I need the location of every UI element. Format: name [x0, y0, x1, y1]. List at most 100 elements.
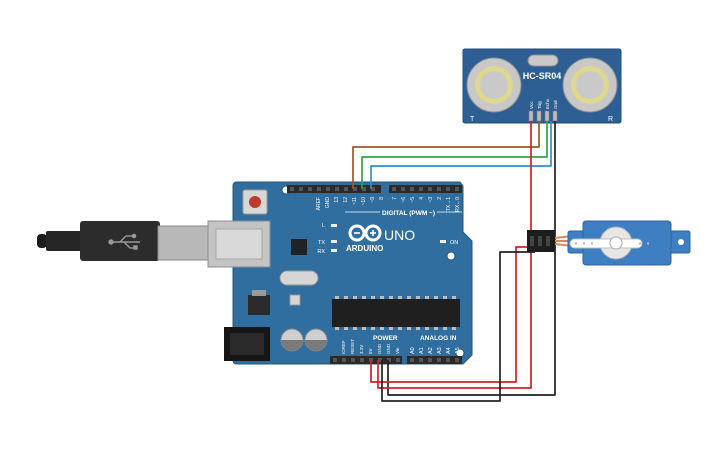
capacitor: [304, 328, 328, 352]
power-header: [330, 356, 402, 364]
receiver: [562, 57, 618, 113]
sensor-pin-label: Gnd: [553, 100, 558, 109]
digital-pin-label: ~9: [370, 197, 376, 203]
digital-pin-label: AREF: [316, 197, 322, 210]
servo-motor[interactable]: [527, 220, 691, 266]
usb-cable-collar: [80, 221, 160, 261]
sensor-pin-label: Vcc: [529, 101, 534, 109]
wire-servo-red-2[interactable]: [377, 247, 532, 389]
digital-header-right: [389, 185, 462, 193]
wire-echo-green[interactable]: [361, 121, 548, 189]
usb-plug-metal: [157, 225, 211, 261]
analog-pin-label: A0: [410, 347, 416, 354]
power-pin-label: Vin: [395, 347, 400, 354]
header-hole[interactable]: [446, 358, 450, 362]
digital-pin-label: 13: [334, 197, 340, 203]
power-label: POWER: [373, 335, 398, 342]
voltage-regulator: [248, 295, 270, 315]
header-hole[interactable]: [428, 187, 432, 191]
header-hole[interactable]: [333, 358, 337, 362]
sensor-pin-label: Echo: [545, 98, 550, 109]
header-hole[interactable]: [360, 358, 364, 362]
power-pin-label: GND: [386, 343, 391, 354]
crystal-oscillator: [279, 270, 319, 286]
header-hole[interactable]: [362, 187, 366, 191]
header-hole[interactable]: [437, 358, 441, 362]
sensor-name: HC-SR04: [523, 71, 562, 81]
digital-pin-label: 4: [419, 197, 425, 200]
analog-pin-label: A3: [437, 347, 443, 354]
digital-pin-label: ~11: [352, 197, 358, 205]
header-hole[interactable]: [342, 358, 346, 362]
digital-pin-label: 7: [392, 197, 398, 200]
led-label-l: L: [322, 223, 325, 229]
digital-pin-label: GND: [325, 197, 331, 209]
header-hole[interactable]: [326, 187, 330, 191]
usb-cable-body: [46, 231, 82, 251]
wire-servo-red[interactable]: [370, 246, 537, 383]
led-label-rx: RX: [317, 249, 325, 255]
atmega-chip: [332, 299, 460, 327]
header-hole[interactable]: [392, 187, 396, 191]
analog-pin-label: A1: [419, 347, 425, 354]
capacitor: [280, 328, 304, 352]
usb-icon: [108, 233, 140, 250]
wire-trig-brown[interactable]: [352, 121, 540, 189]
header-hole[interactable]: [378, 358, 382, 362]
power-pin-label: 3.3V: [359, 345, 364, 354]
header-hole[interactable]: [290, 187, 294, 191]
infinity-icon: [348, 224, 382, 242]
digital-pin-label: TX→1: [446, 197, 452, 211]
header-hole[interactable]: [428, 358, 432, 362]
header-hole[interactable]: [308, 187, 312, 191]
power-pin-label: IOREF: [341, 340, 346, 354]
header-hole[interactable]: [344, 187, 348, 191]
reset-button[interactable]: [249, 196, 261, 208]
wire-servo-black[interactable]: [381, 251, 535, 402]
analog-pin-label: A5: [455, 347, 461, 354]
header-hole[interactable]: [353, 187, 357, 191]
sensor-pins: [528, 110, 558, 122]
header-hole[interactable]: [351, 358, 355, 362]
analog-label: ANALOG IN: [420, 335, 457, 342]
led-label-tx: TX: [318, 240, 325, 246]
header-hole[interactable]: [335, 187, 339, 191]
sensor-t-label: T: [470, 116, 475, 123]
mounting-hole: [446, 251, 456, 261]
header-hole[interactable]: [317, 187, 321, 191]
header-hole[interactable]: [437, 187, 441, 191]
usb-cable-tip: [37, 234, 47, 248]
header-hole[interactable]: [401, 187, 405, 191]
digital-pin-label: 2: [437, 197, 443, 200]
digital-pin-label: RX←0: [455, 197, 461, 212]
header-hole[interactable]: [419, 187, 423, 191]
status-leds: L TX RX ON: [317, 223, 458, 255]
header-hole[interactable]: [455, 358, 459, 362]
arduino-logo: ARDUINO UNO: [346, 224, 415, 253]
digital-pin-label: ~10: [361, 197, 367, 206]
header-hole[interactable]: [299, 187, 303, 191]
brand-label: ARDUINO: [346, 244, 383, 253]
header-hole[interactable]: [455, 187, 459, 191]
header-hole[interactable]: [371, 187, 375, 191]
digital-pin-label: ~5: [410, 197, 416, 203]
wire-blue[interactable]: [370, 121, 552, 189]
header-hole[interactable]: [419, 358, 423, 362]
model-label: UNO: [384, 227, 415, 243]
header-hole[interactable]: [446, 187, 450, 191]
power-pin-label: RESET: [350, 339, 355, 354]
header-hole[interactable]: [410, 187, 414, 191]
header-hole[interactable]: [396, 358, 400, 362]
power-pin-label: GND: [377, 343, 382, 354]
digital-label: DIGITAL (PWM ~): [382, 210, 435, 217]
wire-gnd-black[interactable]: [387, 121, 556, 396]
header-hole[interactable]: [387, 358, 391, 362]
header-hole[interactable]: [410, 358, 414, 362]
usb-chip: [291, 239, 307, 255]
